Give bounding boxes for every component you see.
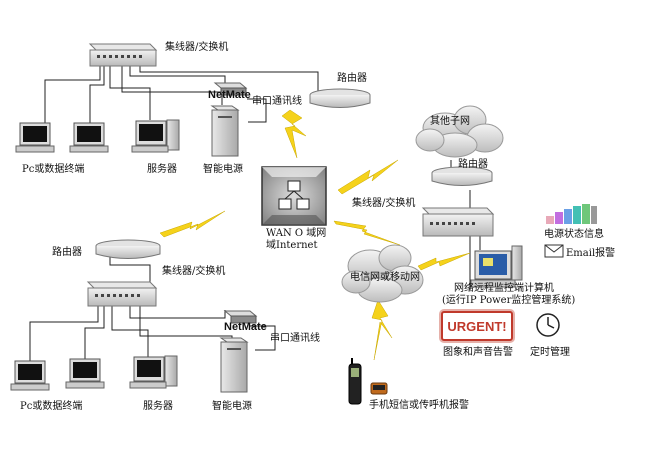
serial-top-label: 串口通讯线 bbox=[252, 96, 302, 107]
ups-bottom bbox=[219, 337, 249, 393]
bolt-icon bbox=[337, 159, 399, 195]
pc-terminal-4 bbox=[65, 358, 105, 389]
router-top bbox=[309, 88, 371, 108]
wan-label-1: WAN O 域网 bbox=[266, 228, 327, 239]
router-right bbox=[431, 166, 493, 186]
mobile-phone-icon bbox=[348, 358, 362, 405]
pc-top-label: Pc或数据终端 bbox=[22, 164, 85, 175]
hub-bottom bbox=[86, 281, 158, 307]
server-top-label: 服务器 bbox=[147, 164, 177, 175]
ups-top bbox=[210, 105, 240, 157]
serial-bottom-label: 串口通讯线 bbox=[270, 333, 320, 344]
other-subnet-label: 其他子网 bbox=[430, 116, 470, 127]
network-icon bbox=[278, 180, 310, 210]
sms-alarm-label: 手机短信或传呼机报警 bbox=[369, 400, 469, 411]
urgent-alert-badge: URGENT! bbox=[441, 311, 513, 341]
power-info-label: 电源状态信息 bbox=[544, 229, 604, 240]
timer-label: 定时管理 bbox=[530, 347, 570, 358]
bolt-icon bbox=[281, 109, 307, 159]
email-envelope-icon bbox=[544, 244, 564, 258]
clock-icon bbox=[536, 313, 560, 337]
bolt-icon bbox=[417, 252, 471, 271]
cloud-other-subnet bbox=[415, 105, 504, 158]
netmate-bottom-label: NetMate bbox=[224, 321, 267, 333]
cloud-telecom-network bbox=[341, 244, 424, 303]
email-alarm-label: Email报警 bbox=[566, 248, 616, 259]
netmate-top-device bbox=[213, 82, 248, 96]
power-status-chart bbox=[546, 204, 597, 224]
alarm-sound-label: 图象和声音告警 bbox=[443, 347, 513, 358]
router-top-label: 路由器 bbox=[337, 73, 367, 84]
pc-terminal-3 bbox=[10, 360, 50, 391]
hub-top bbox=[88, 43, 158, 67]
hub-right bbox=[421, 207, 495, 237]
router-left bbox=[95, 239, 161, 259]
telecom-network-label: 电信网或移动网 bbox=[350, 272, 420, 283]
wan-label-2: 域Internet bbox=[266, 240, 318, 251]
hub-top-label: 集线器/交换机 bbox=[165, 42, 229, 53]
remote-pc-label-1: 网络远程监控端计算机 bbox=[454, 283, 554, 294]
server-bottom bbox=[129, 355, 178, 389]
wireless-links bbox=[159, 109, 471, 361]
bolt-icon bbox=[159, 210, 226, 238]
hub-left-label: 集线器/交换机 bbox=[162, 266, 226, 277]
remote-monitor-pc bbox=[470, 245, 523, 288]
pc-bottom-label: Pc或数据终端 bbox=[20, 401, 83, 412]
server-top bbox=[131, 119, 180, 153]
bolt-icon bbox=[371, 299, 393, 361]
server-bottom-label: 服务器 bbox=[143, 401, 173, 412]
hub-right-label: 集线器/交换机 bbox=[352, 198, 416, 209]
ups-bottom-label: 智能电源 bbox=[212, 401, 252, 412]
router-right-label: 路由器 bbox=[458, 159, 488, 170]
pc-terminal-1 bbox=[15, 122, 55, 153]
netmate-bottom-device bbox=[223, 310, 258, 324]
connection-lines bbox=[29, 66, 481, 362]
wan-internet bbox=[261, 166, 327, 226]
ups-top-label: 智能电源 bbox=[203, 164, 243, 175]
router-left-label: 路由器 bbox=[52, 247, 82, 258]
remote-pc-label-2: (运行IP Power监控管理系统) bbox=[442, 295, 576, 306]
bolt-icon bbox=[333, 220, 401, 246]
pager-icon bbox=[370, 382, 388, 395]
pc-terminal-2 bbox=[69, 122, 109, 153]
netmate-top-label: NetMate bbox=[208, 89, 251, 101]
